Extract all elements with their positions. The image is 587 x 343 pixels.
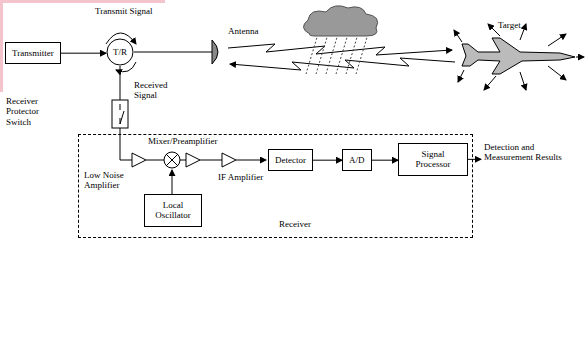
rain: [306, 34, 368, 74]
switch-symbol: [120, 118, 121, 124]
preamp-triangle: [186, 153, 200, 167]
receive-line: [120, 66, 121, 100]
mixer-symbol: [164, 152, 180, 168]
antenna-dish: [212, 40, 218, 64]
signal-connector: [61, 53, 106, 54]
annotation-label: Received Signal: [134, 80, 179, 101]
lna-triangle: [132, 153, 146, 167]
if-amp-triangle: [222, 153, 236, 167]
switch-symbol: [120, 111, 124, 124]
annotation-label: Transmit Signal: [95, 6, 152, 16]
echo-wave: [230, 58, 455, 70]
box-label: Detector: [275, 155, 306, 165]
box-label: A/D: [349, 155, 365, 165]
annotation-label: Antenna: [228, 26, 259, 36]
receive-line: [120, 128, 132, 160]
switch-symbol: [112, 100, 128, 128]
signal-line: [146, 160, 164, 161]
region-label: Receiver: [279, 219, 311, 229]
box-label: T/R: [106, 47, 134, 57]
annotation-label: Mixer/Preamplifier: [148, 136, 217, 146]
converter-box: A/D: [342, 149, 372, 171]
box-label: Transmitter: [12, 48, 54, 58]
annotation-label: Target: [498, 20, 521, 30]
signal-line: [200, 160, 222, 161]
scatter-arrows: [454, 24, 584, 90]
annotation-label: Low Noise Amplifier: [84, 170, 134, 191]
detector-box: Detector: [268, 149, 313, 171]
target-aircraft: [462, 38, 575, 74]
mixer-symbol: [166, 154, 178, 166]
annotation-label: IF Amplifier: [218, 172, 263, 182]
cloud: [303, 6, 377, 36]
transmitter-box: Transmitter: [5, 42, 61, 64]
feed-line: [134, 52, 212, 53]
output-wire: [468, 159, 481, 160]
signal-line: [180, 160, 186, 161]
annotation-label: Receiver Protector Switch: [6, 96, 62, 127]
transmit-wave: [228, 44, 452, 55]
oscillator-wire: [172, 170, 173, 194]
processor-box: Signal Processor: [398, 143, 468, 176]
page-edge: [0, 0, 165, 3]
signal-line: [236, 160, 266, 161]
signal-connector: [372, 160, 399, 161]
mixer-symbol: [166, 154, 178, 166]
receiver-region: Receiver Local Oscillator Detector A/D Signa…: [78, 134, 473, 238]
switch-symbol: [120, 104, 121, 110]
signal-connector: [313, 160, 342, 161]
box-label: Local Oscillator: [155, 200, 191, 220]
oscillator-box: Local Oscillator: [144, 194, 202, 227]
annotation-label: Detection and Measurement Results: [484, 142, 564, 163]
duplexer-circle: T/R: [106, 38, 134, 66]
page-edge: [0, 0, 3, 92]
box-label: Signal Processor: [416, 149, 451, 169]
